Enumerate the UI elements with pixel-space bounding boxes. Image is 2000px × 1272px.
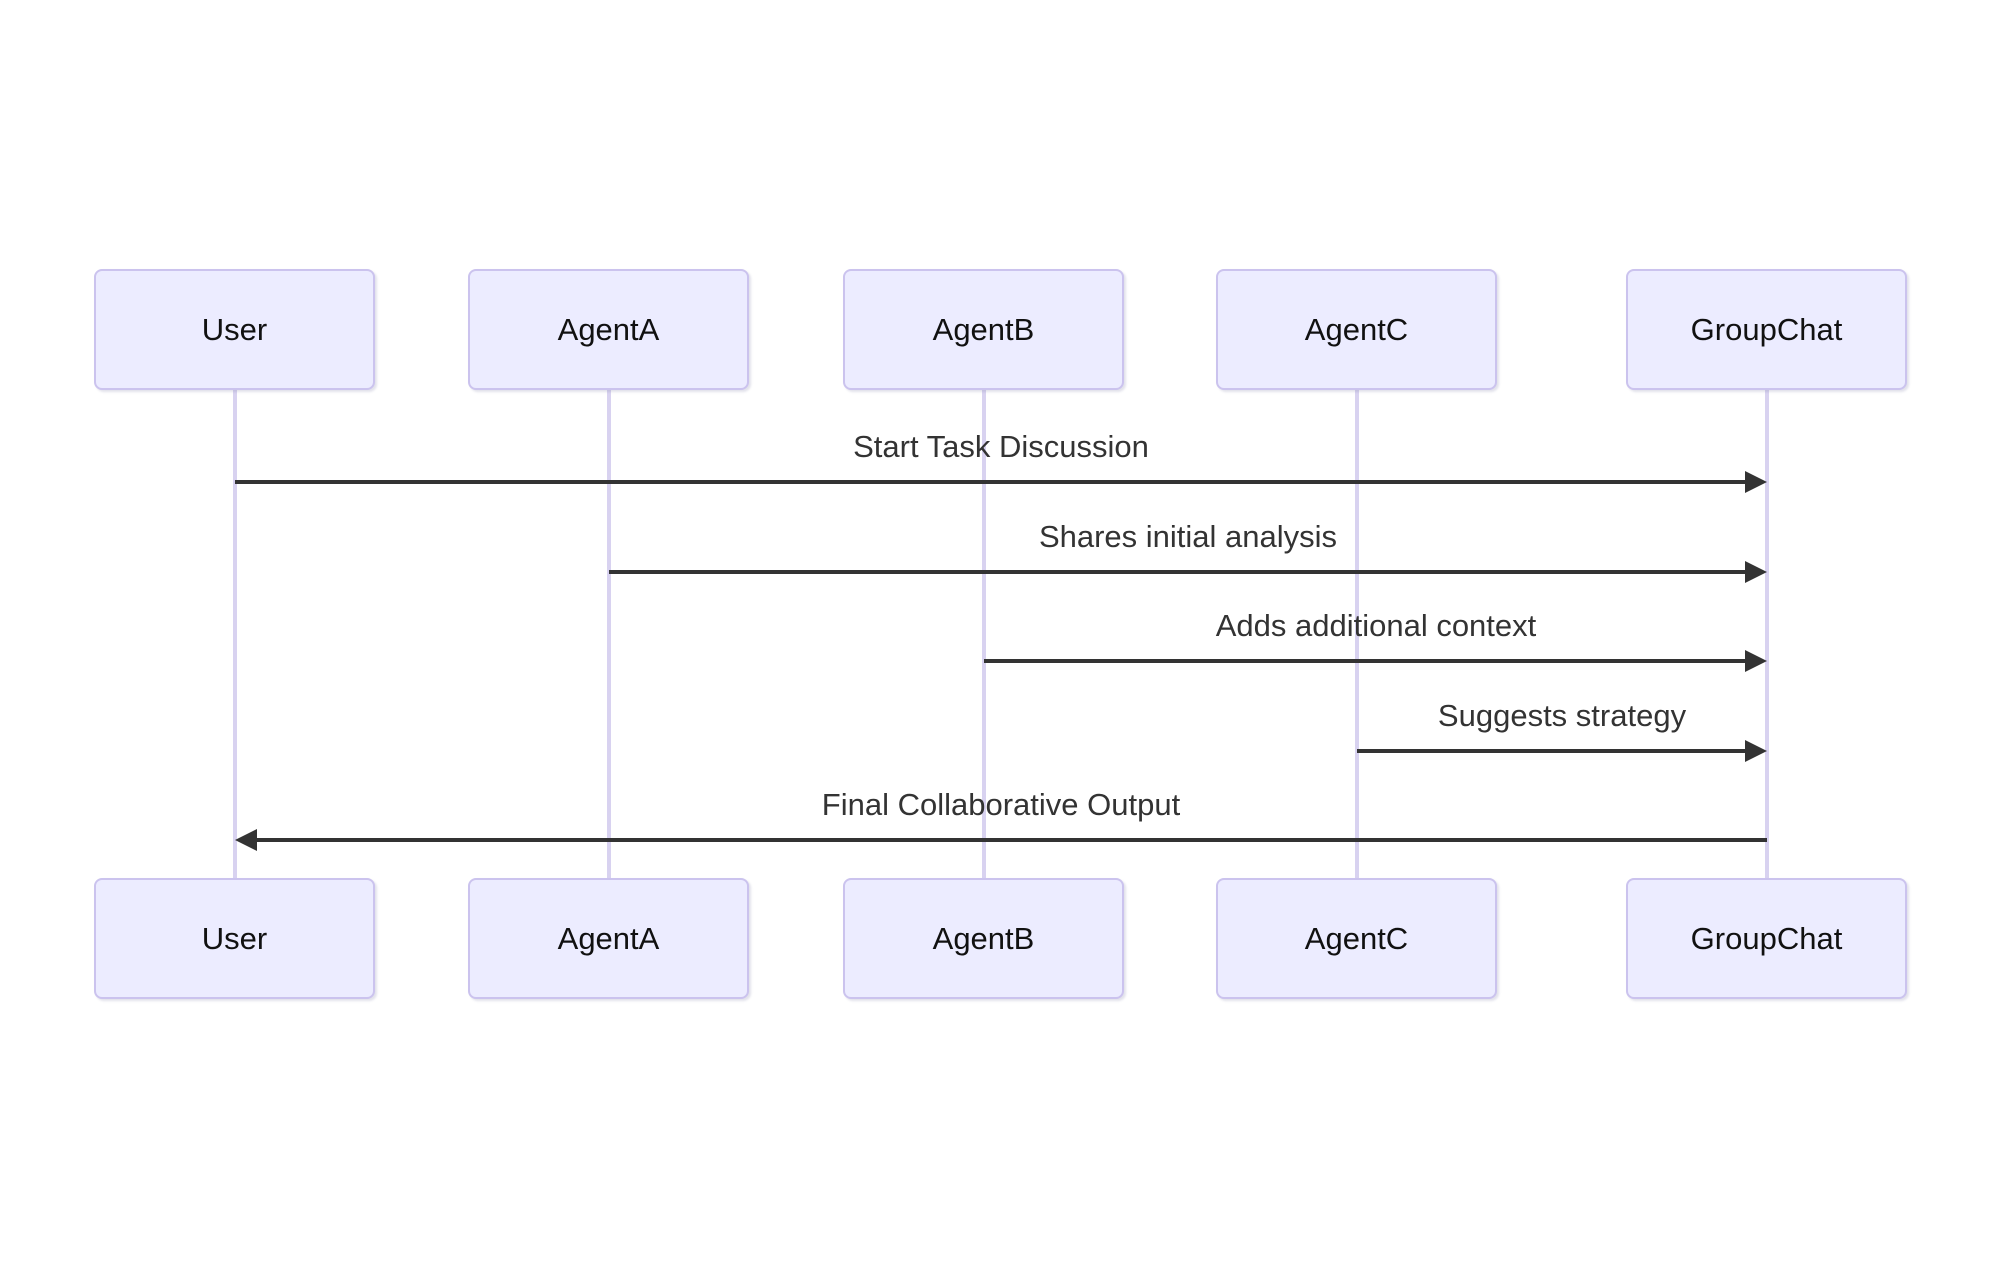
actor-box-agent-a-top: AgentA — [468, 269, 749, 390]
arrowhead-right-icon — [1745, 471, 1767, 493]
actor-label: AgentC — [1304, 920, 1409, 956]
actor-box-groupchat-bottom: GroupChat — [1626, 878, 1907, 999]
message-label-3: Adds additional context — [1215, 608, 1537, 643]
lifeline-agent-c — [1355, 390, 1359, 878]
arrowhead-right-icon — [1745, 650, 1767, 672]
arrowhead-right-icon — [1745, 561, 1767, 583]
lifeline-agent-a — [607, 390, 611, 878]
actor-box-agent-c-top: AgentC — [1216, 269, 1497, 390]
actor-box-user-bottom: User — [94, 878, 375, 999]
actor-label: GroupChat — [1690, 311, 1843, 347]
actor-label: GroupChat — [1690, 920, 1843, 956]
message-line-5 — [255, 838, 1767, 842]
arrowhead-right-icon — [1745, 740, 1767, 762]
actor-box-groupchat-top: GroupChat — [1626, 269, 1907, 390]
lifeline-agent-b — [982, 390, 986, 878]
actor-label: AgentA — [557, 311, 660, 347]
actor-box-agent-b-top: AgentB — [843, 269, 1124, 390]
message-line-2 — [609, 570, 1747, 574]
message-line-3 — [984, 659, 1747, 663]
actor-label: User — [201, 311, 268, 347]
message-line-4 — [1357, 749, 1747, 753]
message-label-2: Shares initial analysis — [1038, 519, 1338, 554]
actor-label: AgentB — [932, 311, 1035, 347]
lifeline-groupchat — [1765, 390, 1769, 878]
arrowhead-left-icon — [235, 829, 257, 851]
actor-box-agent-a-bottom: AgentA — [468, 878, 749, 999]
actor-box-agent-b-bottom: AgentB — [843, 878, 1124, 999]
lifeline-user — [233, 390, 237, 878]
message-line-1 — [235, 480, 1747, 484]
actor-label: AgentA — [557, 920, 660, 956]
actor-box-agent-c-bottom: AgentC — [1216, 878, 1497, 999]
message-label-5: Final Collaborative Output — [821, 787, 1181, 822]
actor-label: AgentB — [932, 920, 1035, 956]
message-label-4: Suggests strategy — [1437, 698, 1687, 733]
actor-label: AgentC — [1304, 311, 1409, 347]
message-label-1: Start Task Discussion — [853, 429, 1149, 464]
actor-box-user-top: User — [94, 269, 375, 390]
actor-label: User — [201, 920, 268, 956]
